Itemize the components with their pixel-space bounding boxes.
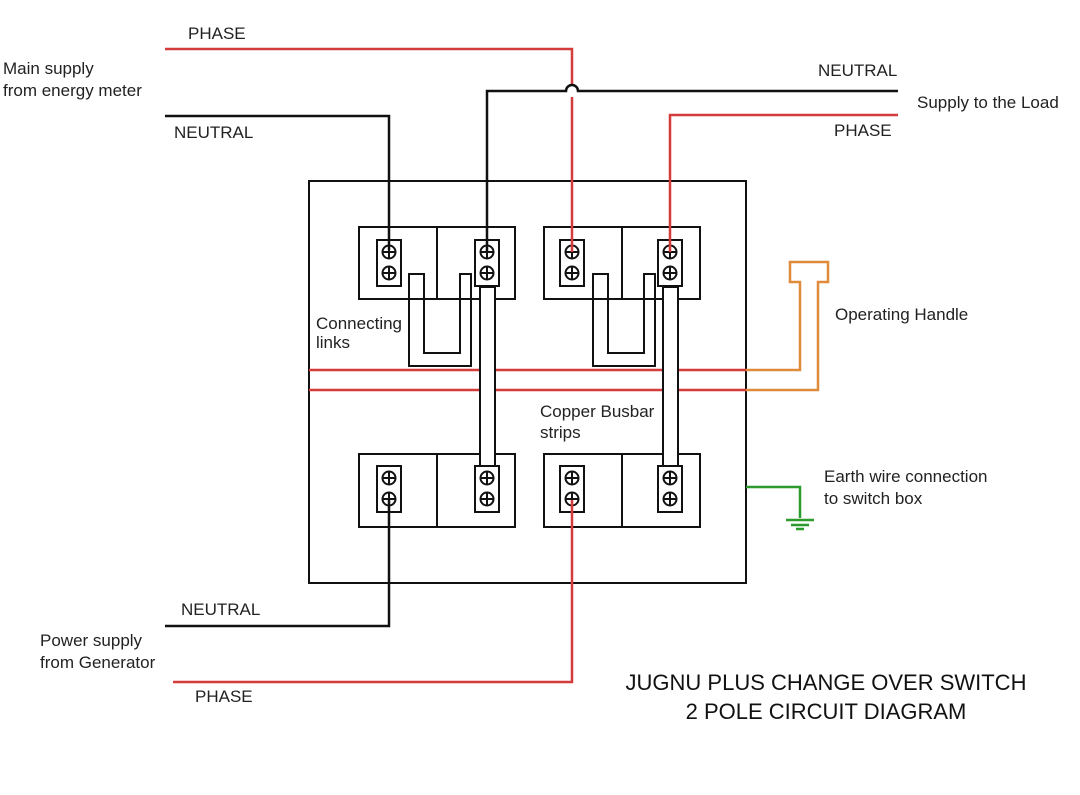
top-terminal-block-left [358, 226, 516, 300]
switch-enclosure [308, 180, 747, 584]
copper-busbar-left [479, 286, 496, 488]
earth-wire [746, 485, 802, 518]
neutral-wire-main-supply [165, 114, 391, 250]
label-copper-busbar-1: Copper Busbar [540, 402, 655, 421]
neutral-wire-load [485, 83, 898, 252]
phase-wire-generator [173, 500, 574, 684]
screw-terminals [376, 239, 683, 513]
label-neutral-bottom: NEUTRAL [181, 600, 260, 619]
top-terminal-block-right [543, 226, 701, 300]
label-phase-right: PHASE [834, 121, 892, 140]
label-supply-to-load: Supply to the Load [917, 93, 1059, 112]
connecting-link-left [408, 273, 472, 367]
phase-wire-main-supply [165, 47, 574, 252]
diagram-title-line1: JUGNU PLUS CHANGE OVER SWITCH [626, 670, 1027, 695]
label-power-supply-1: Power supply [40, 631, 143, 650]
operating-handle [746, 260, 830, 392]
label-phase-top: PHASE [188, 24, 246, 43]
label-neutral-top-left: NEUTRAL [174, 123, 253, 142]
label-phase-bottom: PHASE [195, 687, 253, 706]
copper-busbar-right [662, 286, 679, 488]
label-main-supply-1: Main supply [3, 59, 94, 78]
label-main-supply-2: from energy meter [3, 81, 142, 100]
label-neutral-top-right: NEUTRAL [818, 61, 897, 80]
earth-ground-icon [786, 518, 814, 531]
label-copper-busbar-2: strips [540, 423, 581, 442]
label-connecting-links-2: links [316, 333, 350, 352]
label-earth-1: Earth wire connection [824, 467, 987, 486]
label-earth-2: to switch box [824, 489, 923, 508]
label-power-supply-2: from Generator [40, 653, 156, 672]
bottom-terminal-block-left [358, 453, 516, 528]
label-connecting-links-1: Connecting [316, 314, 402, 333]
bottom-terminal-block-right [543, 453, 701, 528]
connecting-link-right [592, 273, 656, 367]
phase-wire-load [668, 113, 898, 252]
neutral-wire-generator [165, 500, 391, 628]
label-operating-handle: Operating Handle [835, 305, 968, 324]
diagram-title-line2: 2 POLE CIRCUIT DIAGRAM [686, 699, 967, 724]
